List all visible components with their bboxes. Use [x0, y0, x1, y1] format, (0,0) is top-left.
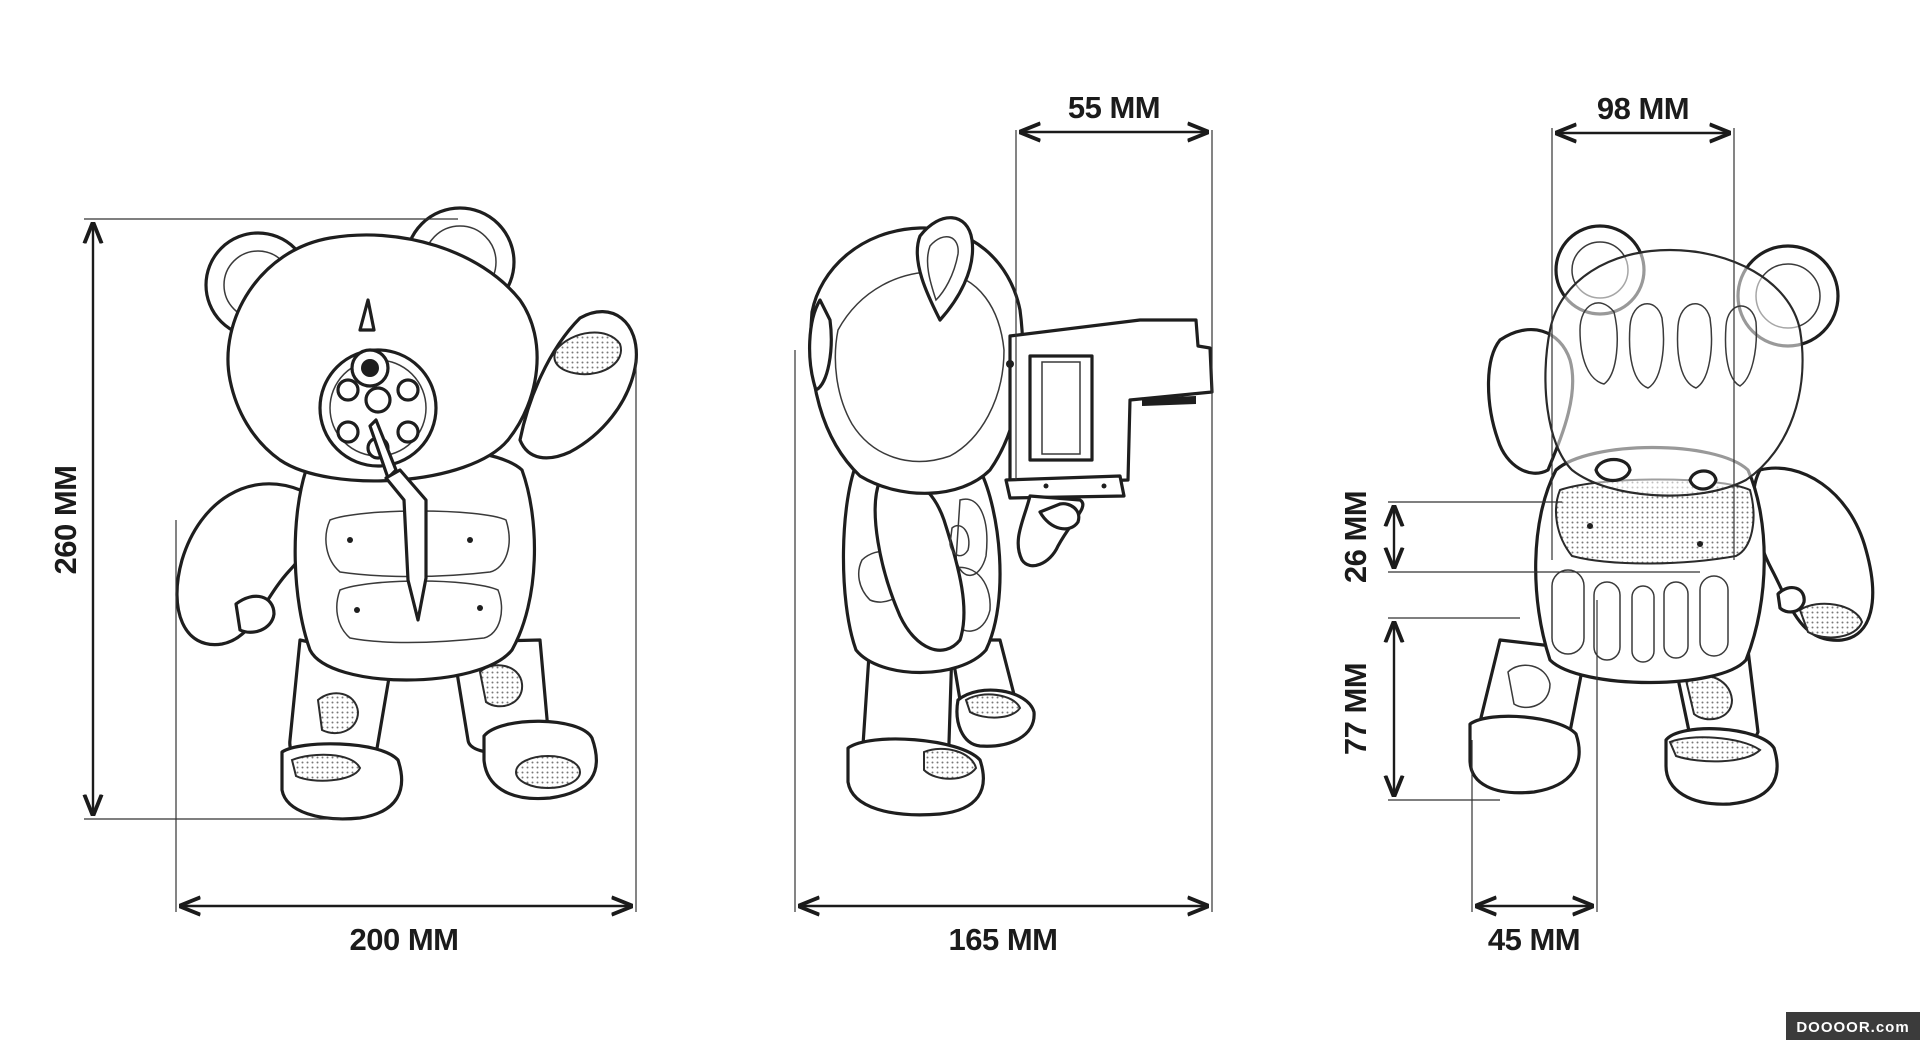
label-back-chest: 26 MM — [1338, 491, 1373, 583]
back-legs — [1468, 638, 1779, 806]
back-arm-right — [1751, 466, 1875, 642]
watermark-badge: DOOOOR.com — [1786, 1012, 1920, 1040]
back-head — [1544, 248, 1804, 497]
front-revolver-cylinder — [318, 298, 438, 622]
side-arm — [873, 474, 970, 652]
front-arm-raised — [518, 310, 638, 460]
dimension-lines — [84, 128, 1735, 912]
watermark-text: DOOOOR.com — [1796, 1019, 1909, 1036]
bear-back-view — [1468, 224, 1875, 806]
side-legs — [846, 638, 1036, 817]
label-front-width: 200 MM — [350, 922, 459, 957]
bear-side-view — [808, 216, 1214, 817]
bear-front-view — [175, 206, 638, 821]
label-side-depth: 165 MM — [949, 922, 1058, 957]
side-revolver — [1004, 318, 1214, 568]
side-ear — [915, 216, 975, 322]
label-side-gun: 55 MM — [1068, 90, 1160, 125]
side-head — [808, 226, 1025, 495]
label-back-leg: 45 MM — [1488, 922, 1580, 957]
dimension-labels: 260 MM 200 MM 165 MM 55 MM 98 MM 26 MM 7… — [48, 90, 1690, 957]
front-arm-left — [175, 482, 314, 647]
label-back-head: 98 MM — [1597, 91, 1689, 126]
label-front-height: 260 MM — [48, 466, 83, 575]
front-legs — [280, 638, 598, 821]
label-back-belly: 77 MM — [1338, 663, 1373, 755]
